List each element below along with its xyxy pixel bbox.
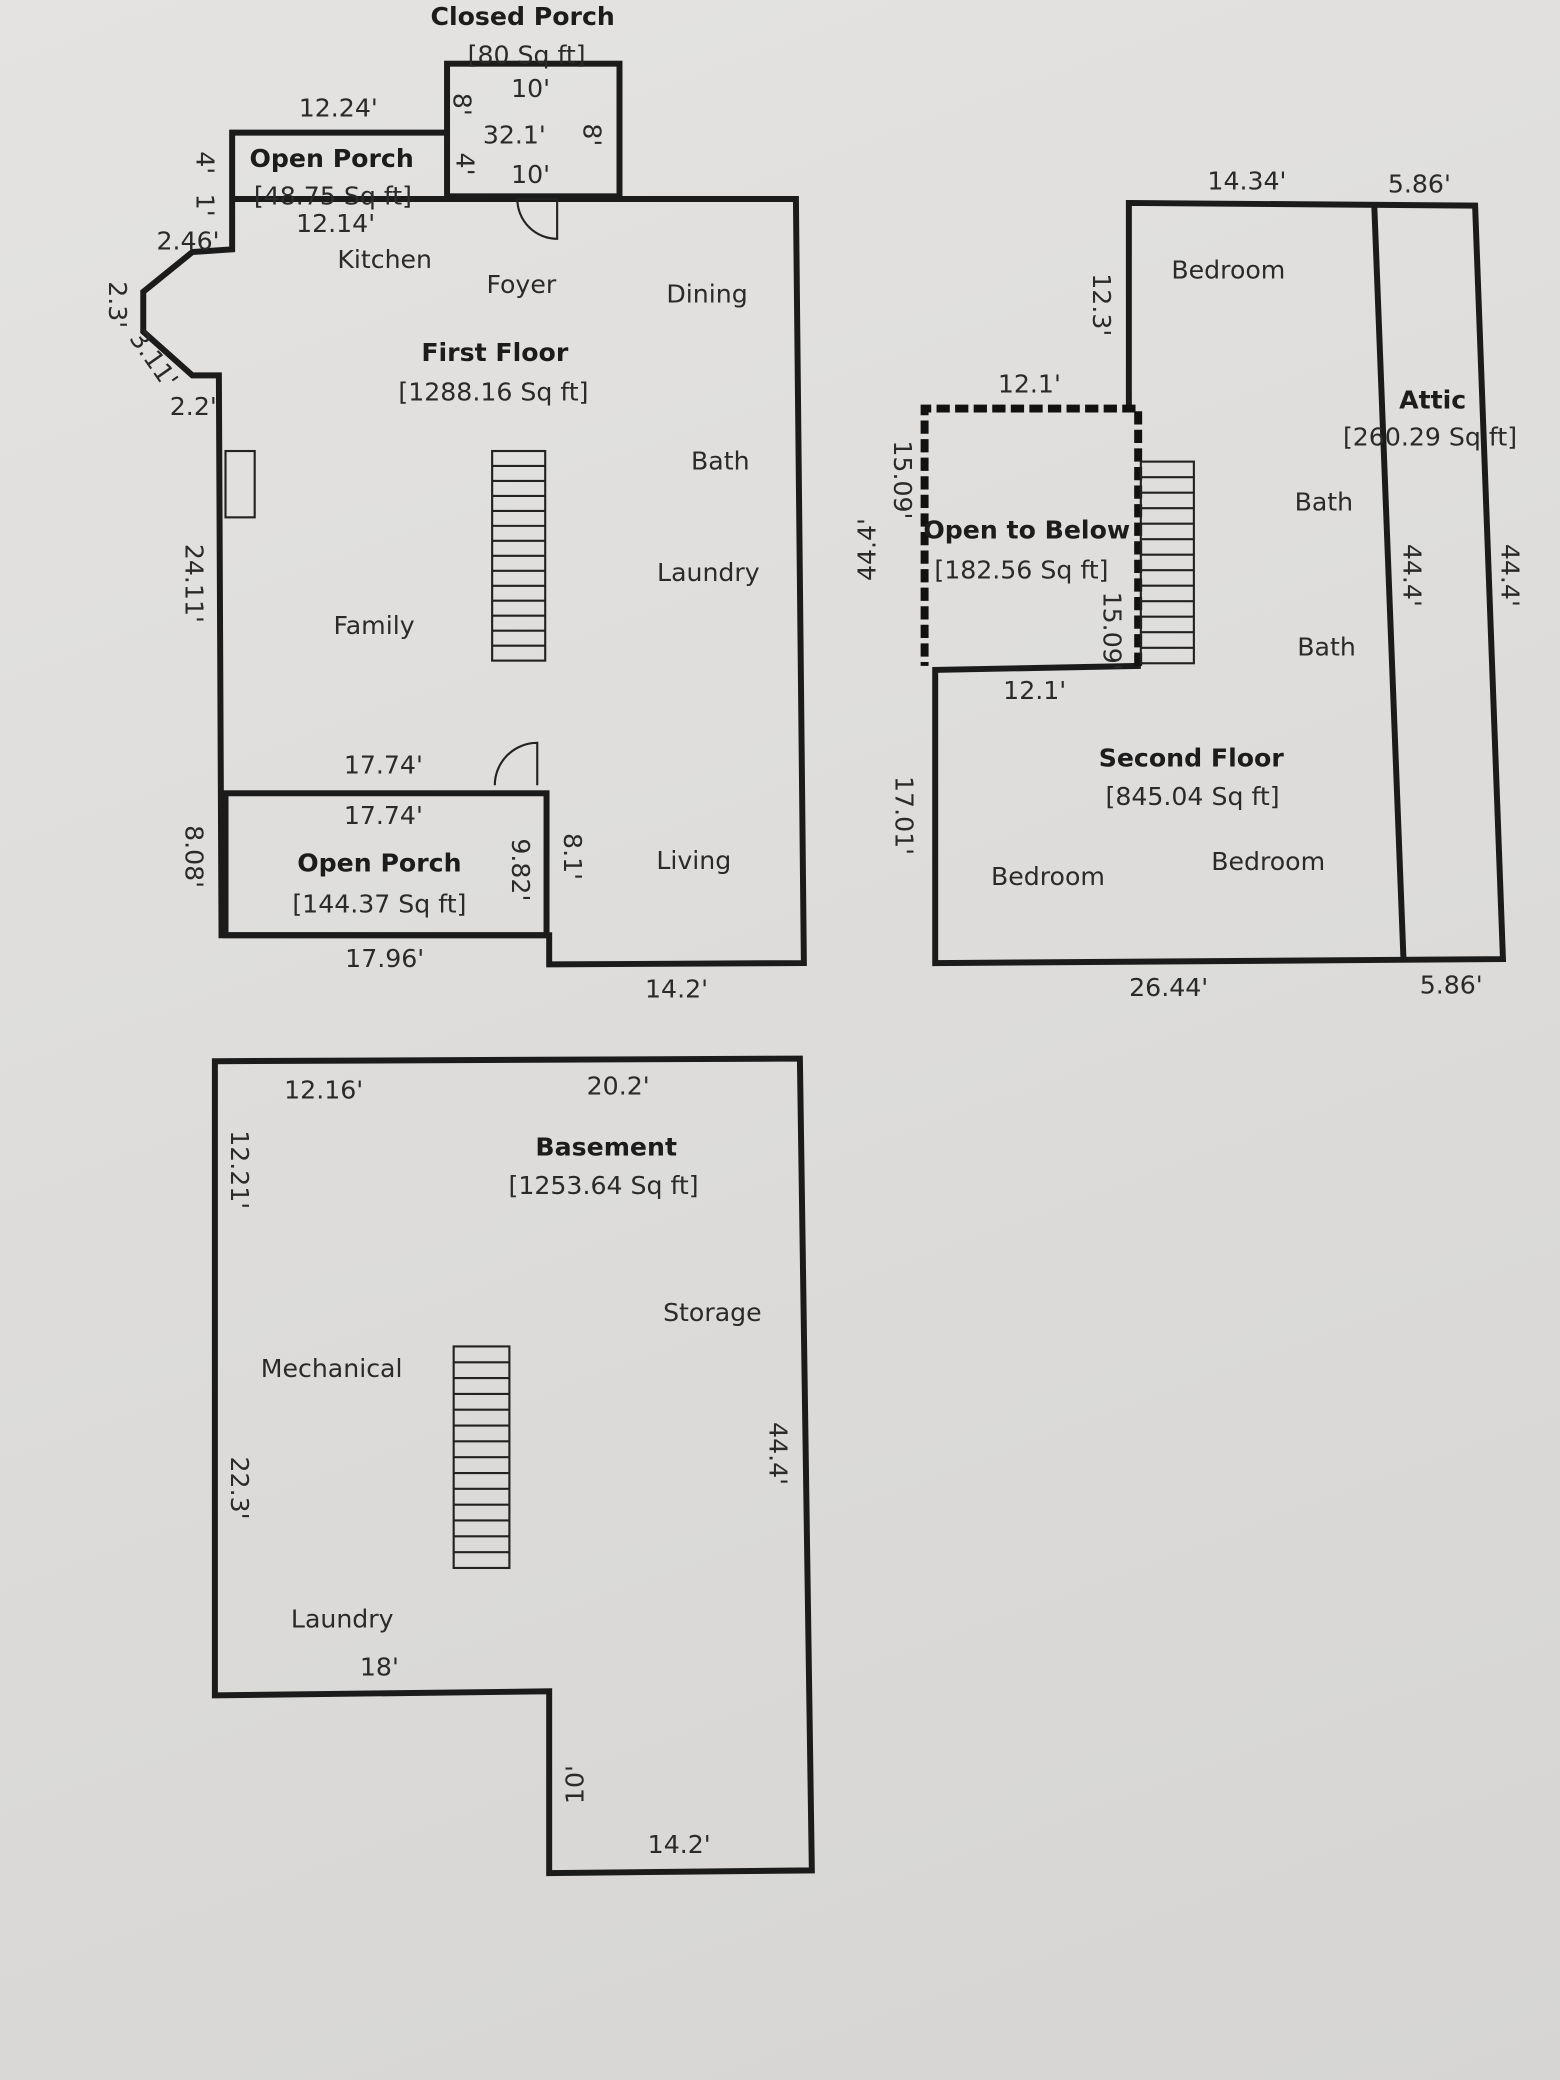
attic-title: Attic — [1399, 386, 1466, 415]
closed-porch-title: Closed Porch — [430, 2, 614, 31]
basement-wall — [211, 1055, 815, 1877]
open-porch-title: Open Porch — [297, 849, 461, 878]
dimension: 22.3' — [225, 1457, 254, 1520]
dimension: 17.96' — [345, 944, 424, 973]
open-porch-area: [48.75 Sq ft] — [254, 181, 412, 210]
dimension: 14.34' — [1207, 167, 1286, 196]
dimension: 44.4' — [1496, 544, 1525, 607]
dimension: 1' — [190, 194, 219, 217]
dimension: 2.2' — [170, 392, 217, 421]
first-floor-title: First Floor — [421, 338, 569, 367]
dimension: 12.1' — [1003, 676, 1066, 705]
room-kitchen: Kitchen — [337, 245, 432, 274]
dimension: 2.3' — [103, 281, 132, 328]
open-to-below-area: [182.56 Sq ft] — [934, 555, 1108, 584]
room-family: Family — [334, 611, 415, 640]
dimension: 8.08' — [180, 825, 209, 888]
open-porch-title: Open Porch — [249, 144, 413, 173]
basement-stairs — [452, 1345, 511, 1570]
room-mechanical: Mechanical — [261, 1354, 403, 1383]
dimension: 32.1' — [483, 120, 546, 149]
dimension: 24.11' — [180, 544, 209, 623]
second-floor-stairs — [1139, 460, 1195, 665]
dimension: 4' — [190, 151, 219, 174]
dimension: 12.16' — [284, 1075, 363, 1104]
dimension: 14.2' — [648, 1830, 711, 1859]
second-floor-wall — [932, 199, 1507, 967]
room-bedroom: Bedroom — [1211, 847, 1325, 876]
dimension: 10' — [511, 160, 550, 189]
open-to-below-boundary — [920, 404, 1143, 666]
room-foyer: Foyer — [486, 270, 556, 299]
room-storage: Storage — [663, 1298, 762, 1327]
dimension: 44.4' — [853, 518, 882, 581]
stair-outline — [1139, 460, 1195, 665]
basement-title: Basement — [535, 1132, 677, 1161]
dimension: 44.4' — [763, 1422, 792, 1485]
open-to-below-title: Open to Below — [923, 516, 1130, 545]
dimension: 26.44' — [1129, 973, 1208, 1002]
room-living: Living — [656, 846, 731, 875]
closed-porch-area: [80 Sq ft] — [468, 41, 586, 70]
dimension: 10' — [511, 74, 550, 103]
dimension: 12.21' — [225, 1130, 254, 1209]
dimension: 9.82' — [506, 838, 535, 901]
room-laundry: Laundry — [291, 1605, 394, 1634]
dimension: 17.74' — [344, 750, 423, 779]
dimension: 5.86' — [1420, 971, 1483, 1000]
dimension: 12.24' — [299, 94, 378, 123]
second-floor-title: Second Floor — [1099, 744, 1285, 773]
dimension: 2.46' — [157, 226, 220, 255]
room-dining: Dining — [666, 279, 747, 308]
room-bedroom: Bedroom — [1171, 256, 1285, 285]
dimension: 8.1' — [558, 833, 587, 880]
dimension: 17.74' — [344, 801, 423, 830]
basement-labels: 12.16' 20.2' 12.21' Basement [1253.64 Sq… — [225, 1071, 793, 1859]
door-swing — [493, 741, 539, 786]
dimension: 12.3' — [1087, 273, 1116, 336]
first-floor-plan — [140, 60, 807, 968]
room-bath: Bath — [1297, 632, 1356, 661]
first-floor-labels: Closed Porch [80 Sq ft] 10' 8' 32.1' 8' … — [103, 2, 760, 1003]
first-floor-wall — [140, 129, 807, 968]
room-laundry: Laundry — [657, 558, 760, 587]
room-bath: Bath — [1295, 488, 1354, 517]
room-bedroom: Bedroom — [991, 862, 1105, 891]
second-floor-area: [845.04 Sq ft] — [1106, 782, 1280, 811]
basement-plan — [211, 1055, 815, 1877]
dimension: 17.01' — [889, 776, 918, 855]
dimension: 44.4' — [1397, 544, 1426, 607]
dimension: 12.1' — [998, 370, 1061, 399]
dimension: 20.2' — [587, 1071, 650, 1100]
open-porch-bottom-wall — [222, 790, 550, 939]
second-floor-plan — [920, 199, 1507, 967]
dimension: 8' — [578, 123, 607, 146]
first-floor-area: [1288.16 Sq ft] — [398, 378, 588, 407]
dimension: 12.14' — [296, 209, 375, 238]
dimension: 4' — [450, 153, 479, 176]
basement-area: [1253.64 Sq ft] — [509, 1171, 699, 1200]
second-floor-labels: 14.34' 5.86' Bedroom 12.3' 12.1' Attic [… — [853, 167, 1525, 1003]
dimension: 18' — [360, 1652, 399, 1681]
open-porch-area: [144.37 Sq ft] — [292, 890, 466, 919]
dimension: 5.86' — [1388, 169, 1451, 198]
first-floor-stairs — [491, 449, 547, 662]
dimension: 10' — [561, 1765, 590, 1804]
dimension: 15.09' — [888, 440, 917, 519]
attic-wall — [1371, 205, 1407, 960]
dimension: 15.09' — [1098, 592, 1127, 671]
fireplace — [224, 449, 256, 519]
dimension: 14.2' — [645, 975, 708, 1004]
door-swing — [516, 197, 559, 240]
dimension: 8' — [448, 93, 477, 116]
room-bath: Bath — [691, 447, 750, 476]
attic-area: [260.29 Sq ft] — [1343, 423, 1517, 452]
